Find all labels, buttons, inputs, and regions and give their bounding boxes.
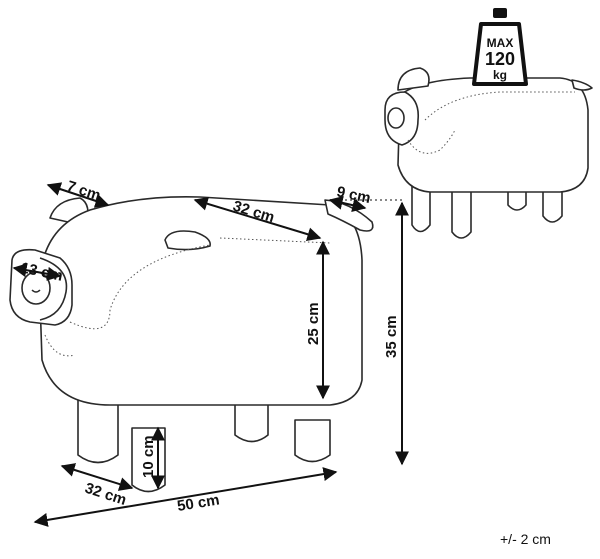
dim-body-height: 25 cm <box>305 302 322 345</box>
tolerance-note: +/- 2 cm <box>500 531 551 547</box>
weight-max-label: MAX <box>487 36 514 50</box>
dim-tail: 9 cm <box>335 183 372 207</box>
small-pig-illustration <box>384 67 593 239</box>
weight-unit: kg <box>493 68 507 82</box>
dim-total-height: 35 cm <box>383 315 400 358</box>
weight-value: 120 <box>485 49 515 69</box>
max-weight-badge-icon: MAX 120 kg <box>472 8 528 86</box>
dim-total-length: 50 cm <box>176 492 221 515</box>
dim-leg-height: 10 cm <box>140 435 157 478</box>
dimension-lines <box>12 182 409 527</box>
